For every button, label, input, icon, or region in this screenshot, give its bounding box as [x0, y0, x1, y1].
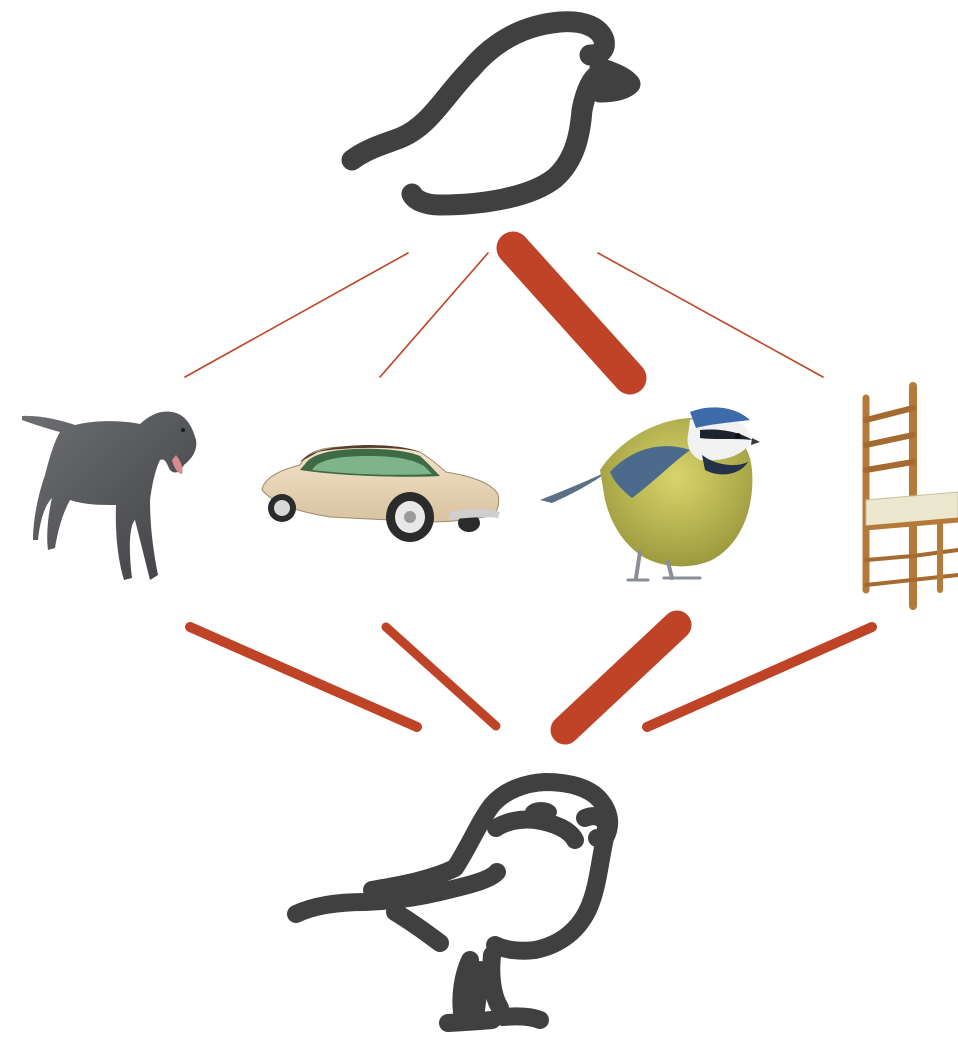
dog-image: [22, 411, 197, 580]
top-link-bird: [496, 231, 647, 395]
top-links: [184, 231, 824, 395]
bird-image: [540, 407, 760, 582]
car-image: [261, 445, 500, 542]
bottom-link-car: [381, 622, 501, 731]
bottom-links: [185, 610, 877, 745]
detailed-bird-sketch-icon: [287, 773, 619, 1032]
bottom-link-chair: [642, 622, 877, 732]
top-link-dog: [184, 252, 409, 378]
top-link-chair: [597, 252, 824, 378]
chair-image: [862, 382, 958, 610]
top-link-car: [379, 252, 489, 378]
bottom-link-dog: [185, 622, 422, 732]
simple-bird-sketch-icon: [341, 11, 641, 216]
bottom-link-bird: [550, 610, 692, 745]
sketch-eye: [525, 802, 557, 822]
